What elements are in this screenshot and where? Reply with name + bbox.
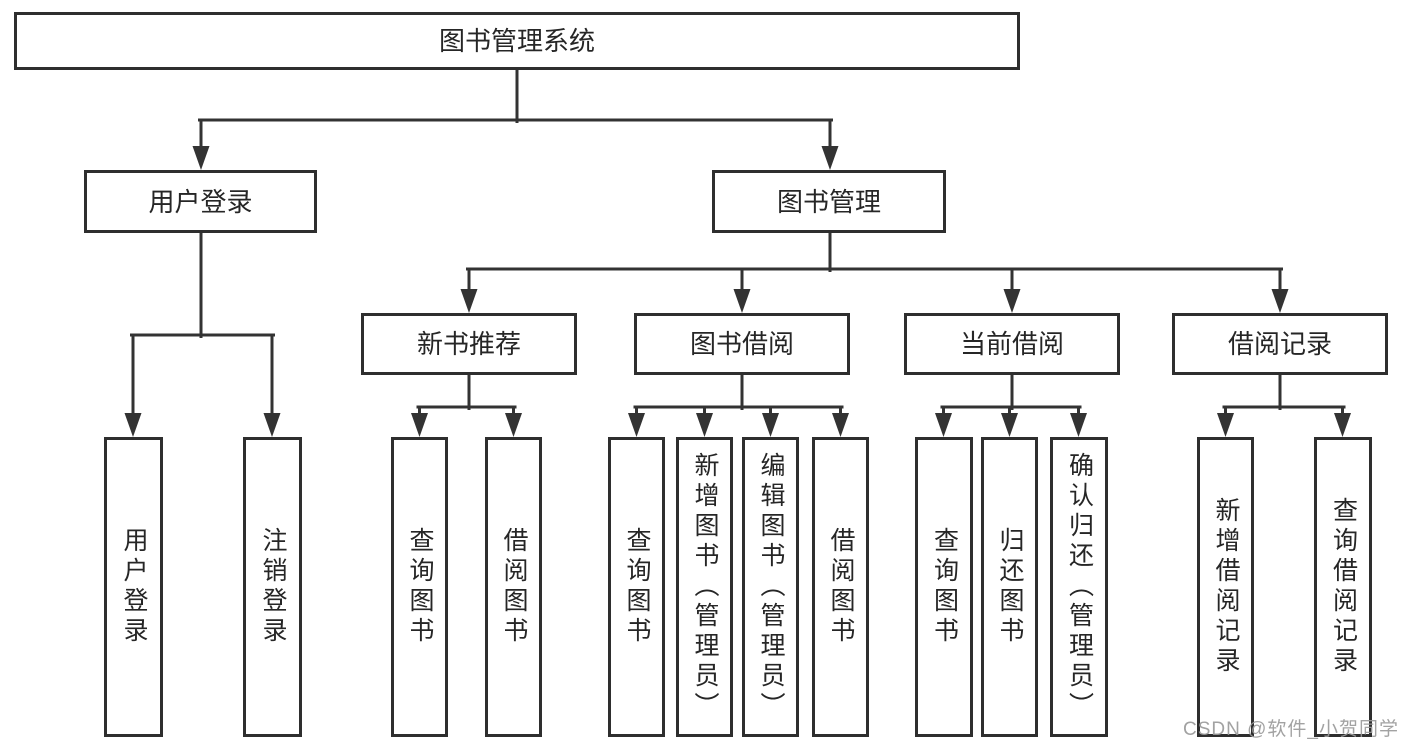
csdn-watermark: CSDN @软件_小贺同学 — [1183, 719, 1399, 740]
leaf-query-books-recommend: 查询图书 — [391, 437, 448, 737]
tree-edges — [130, 68, 1346, 417]
arrow-down-icon — [733, 289, 751, 313]
arrow-down-icon — [1070, 413, 1087, 437]
arrow-down-icon — [821, 146, 839, 170]
node-user-login: 用户登录 — [84, 170, 317, 233]
arrow-down-icon — [1217, 413, 1234, 437]
leaf-query-books-current: 查询图书 — [915, 437, 973, 737]
arrow-down-icon — [1001, 413, 1018, 437]
node-library-management-system: 图书管理系统 — [14, 12, 1020, 70]
arrow-down-icon — [832, 413, 849, 437]
arrow-down-icon — [1334, 413, 1351, 437]
arrow-down-icon — [460, 289, 478, 313]
leaf-query-borrow-record: 查询借阅记录 — [1314, 437, 1372, 737]
leaf-edit-books-admin: 编辑图书（管理员） — [742, 437, 799, 737]
arrow-down-icon — [696, 413, 713, 437]
arrow-down-icon — [762, 413, 779, 437]
arrow-down-icon — [263, 413, 281, 437]
leaf-borrow-books-borrowing: 借阅图书 — [812, 437, 869, 737]
arrow-down-icon — [192, 146, 210, 170]
arrow-down-icon — [1271, 289, 1289, 313]
arrow-down-icon — [505, 413, 522, 437]
leaf-return-books: 归还图书 — [981, 437, 1038, 737]
leaf-add-borrow-record: 新增借阅记录 — [1197, 437, 1254, 737]
node-book-borrowing: 图书借阅 — [634, 313, 850, 375]
leaf-add-books-admin: 新增图书（管理员） — [676, 437, 733, 737]
leaf-confirm-return-admin: 确认归还（管理员） — [1050, 437, 1108, 737]
leaf-logout-login: 注销登录 — [243, 437, 302, 737]
leaf-query-books-borrowing: 查询图书 — [608, 437, 665, 737]
node-current-borrowing: 当前借阅 — [904, 313, 1120, 375]
arrow-down-icon — [628, 413, 645, 437]
arrowheads — [124, 146, 1351, 437]
arrow-down-icon — [1003, 289, 1021, 313]
arrow-down-icon — [935, 413, 952, 437]
node-borrowing-records: 借阅记录 — [1172, 313, 1388, 375]
leaf-user-login: 用户登录 — [104, 437, 163, 737]
leaf-borrow-books-recommend: 借阅图书 — [485, 437, 542, 737]
node-new-book-recommendation: 新书推荐 — [361, 313, 577, 375]
arrow-down-icon — [411, 413, 428, 437]
node-book-management: 图书管理 — [712, 170, 946, 233]
arrow-down-icon — [124, 413, 142, 437]
